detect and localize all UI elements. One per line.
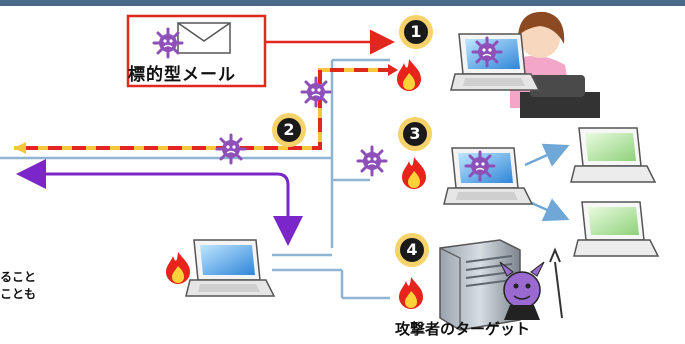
- virus-icon: [356, 145, 388, 177]
- targeted-mail-label: 標的型メール: [128, 65, 236, 85]
- virus-icon: [471, 36, 503, 68]
- step-badge-1: 1: [404, 20, 428, 44]
- cropped-text-line-2: ことも: [0, 287, 37, 301]
- top-border: [0, 0, 685, 6]
- virus-icon: [152, 27, 184, 59]
- flame-icon: [402, 157, 426, 189]
- flame-icon: [399, 277, 423, 309]
- user-woman-icon: [510, 11, 600, 118]
- cropped-text-line-1: ること: [0, 270, 37, 284]
- exfil-arrows: [15, 159, 303, 246]
- step-badge-3: 3: [403, 122, 427, 146]
- envelope-icon: [177, 22, 231, 54]
- step-badge-4: 4: [400, 238, 424, 262]
- laptop-icon: [573, 201, 659, 257]
- flame-icon: [397, 59, 421, 91]
- attacker-target-label: 攻撃者のターゲット: [395, 320, 531, 338]
- email-box: [126, 14, 267, 88]
- virus-icon: [464, 150, 496, 182]
- laptop-icon: [185, 239, 275, 297]
- devil-icon: [499, 247, 563, 320]
- infection-route: [14, 64, 398, 154]
- step-badge-2: 2: [277, 118, 301, 142]
- virus-icon: [215, 133, 247, 165]
- virus-icon: [300, 76, 332, 108]
- flame-icon: [166, 252, 190, 284]
- network-lines: [0, 58, 570, 300]
- laptop-icon: [570, 127, 656, 183]
